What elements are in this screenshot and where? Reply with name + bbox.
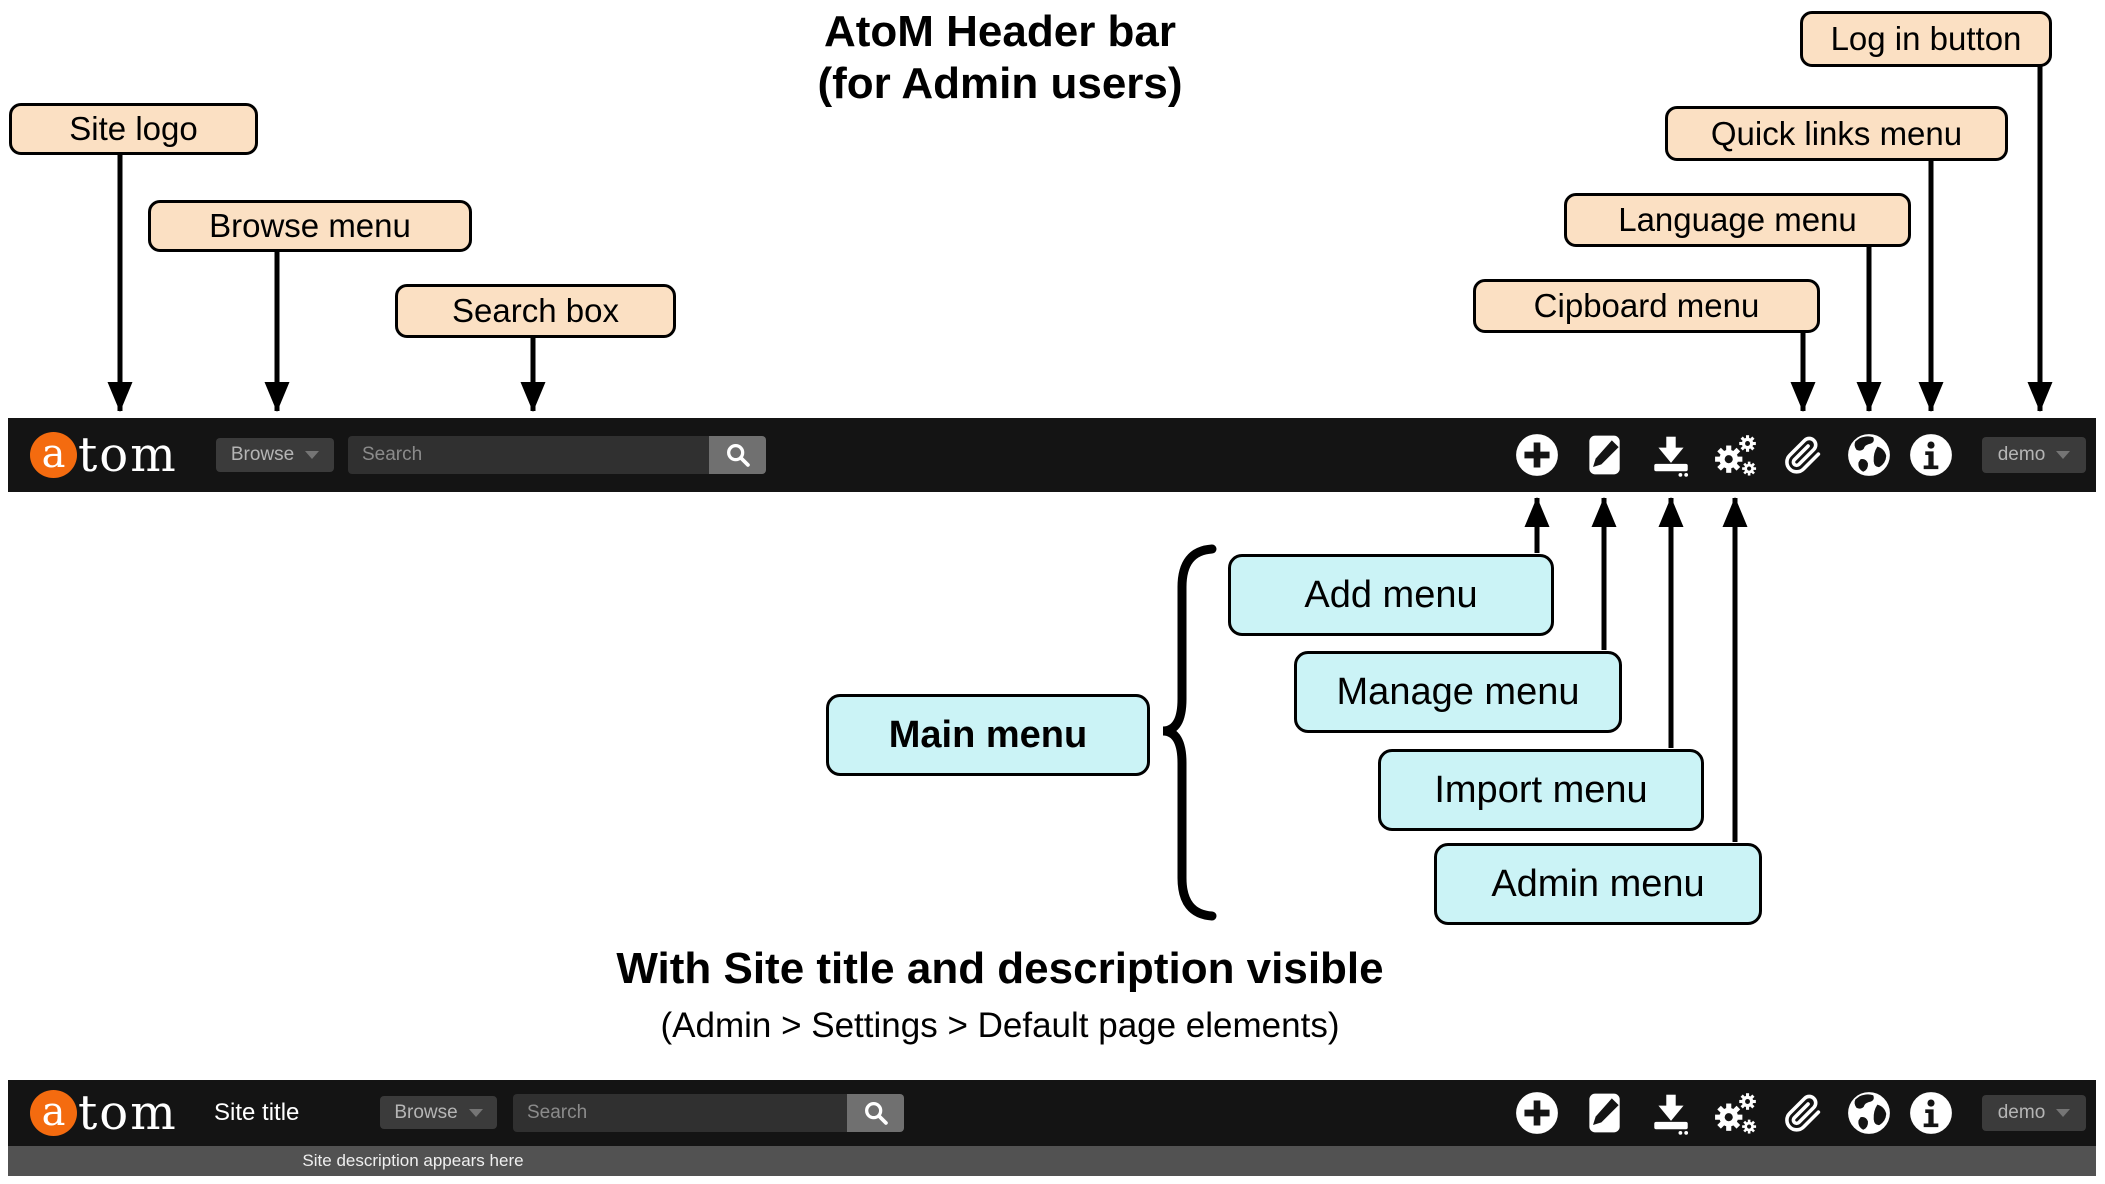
callout-log-in-button: Log in button <box>1800 11 2052 67</box>
language-globe-icon <box>1846 1090 1892 1136</box>
callout-main-menu: Main menu <box>826 694 1150 776</box>
add-icon <box>1514 432 1560 478</box>
callout-import-menu-label: Import menu <box>1434 768 1648 811</box>
chevron-down-icon <box>305 451 320 459</box>
atom-logo[interactable]: a tom <box>30 431 178 479</box>
language-menu-button[interactable] <box>1846 1090 1892 1136</box>
callout-add-menu-label: Add menu <box>1304 573 1478 616</box>
language-menu-button[interactable] <box>1846 432 1892 478</box>
search-icon <box>862 1099 890 1127</box>
atom-logo-a: a <box>30 431 77 478</box>
callout-admin-menu: Admin menu <box>1434 843 1762 925</box>
callout-language-menu-label: Language menu <box>1618 201 1857 238</box>
quick-links-menu-button[interactable] <box>1908 432 1954 478</box>
clipboard-paperclip-icon <box>1780 432 1826 478</box>
import-menu-button[interactable] <box>1648 432 1694 478</box>
atom-logo-tom: tom <box>78 427 178 483</box>
callout-browse-menu-label: Browse menu <box>209 207 411 244</box>
edit-pencil-icon <box>1581 432 1627 478</box>
search-box <box>513 1094 904 1132</box>
user-menu-button[interactable]: demo <box>1982 437 2086 473</box>
atom-logo-a: a <box>30 1089 77 1136</box>
import-download-icon <box>1648 1090 1694 1136</box>
admin-menu-button[interactable] <box>1712 432 1758 478</box>
user-menu-label: demo <box>1997 1102 2046 1123</box>
user-menu-button[interactable]: demo <box>1982 1095 2086 1131</box>
search-input[interactable] <box>513 1094 847 1132</box>
admin-gears-icon <box>1712 1090 1758 1136</box>
admin-gears-icon <box>1712 432 1758 478</box>
callout-admin-menu-label: Admin menu <box>1491 862 1705 905</box>
callout-clipboard-menu-label: Cipboard menu <box>1533 287 1760 324</box>
chevron-down-icon <box>468 1108 483 1117</box>
page-title: AtoM Header bar (for Admin users) <box>520 6 1480 110</box>
add-icon <box>1514 1090 1560 1136</box>
manage-menu-button[interactable] <box>1581 1090 1627 1136</box>
search-input[interactable] <box>348 436 709 474</box>
quick-links-info-icon <box>1908 432 1954 478</box>
callout-search-box: Search box <box>395 284 676 338</box>
clipboard-menu-button[interactable] <box>1780 1090 1826 1136</box>
admin-menu-button[interactable] <box>1712 1090 1758 1136</box>
callout-manage-menu: Manage menu <box>1294 651 1622 733</box>
atom-logo[interactable]: a tom <box>30 1089 178 1137</box>
search-button[interactable] <box>847 1094 904 1132</box>
clipboard-menu-button[interactable] <box>1780 432 1826 478</box>
browse-menu-button[interactable]: Browse <box>216 438 334 472</box>
callout-clipboard-menu: Cipboard menu <box>1473 279 1820 333</box>
clipboard-paperclip-icon <box>1780 1090 1826 1136</box>
site-description: Site description appears here <box>302 1151 524 1170</box>
header-bar-admin: a tom Browse demo <box>8 418 2096 492</box>
callout-browse-menu: Browse menu <box>148 200 472 252</box>
callout-site-logo-label: Site logo <box>69 110 198 147</box>
chevron-down-icon <box>2056 451 2071 459</box>
add-menu-button[interactable] <box>1514 1090 1560 1136</box>
callout-manage-menu-label: Manage menu <box>1336 670 1580 713</box>
search-button[interactable] <box>709 436 766 474</box>
page-title-line2: (for Admin users) <box>817 58 1183 108</box>
page-title-line1: AtoM Header bar <box>823 7 1177 56</box>
section-title: With Site title and description visible … <box>500 944 1500 1046</box>
search-icon <box>724 441 752 469</box>
section-subheading: (Admin > Settings > Default page element… <box>660 1006 1340 1045</box>
callout-import-menu: Import menu <box>1378 749 1704 831</box>
import-menu-button[interactable] <box>1648 1090 1694 1136</box>
callout-add-menu: Add menu <box>1228 554 1554 636</box>
header-bar-with-site-title: a tom Site title Browse demo <box>8 1080 2096 1146</box>
section-heading: With Site title and description visible <box>616 944 1384 993</box>
callout-language-menu: Language menu <box>1564 193 1911 247</box>
import-download-icon <box>1648 432 1694 478</box>
add-menu-button[interactable] <box>1514 432 1560 478</box>
browse-menu-label: Browse <box>394 1101 458 1123</box>
chevron-down-icon <box>2056 1109 2071 1117</box>
callout-main-menu-label: Main menu <box>888 713 1088 756</box>
manage-menu-button[interactable] <box>1581 432 1627 478</box>
user-menu-label: demo <box>1997 444 2046 465</box>
callout-quick-links-menu-label: Quick links menu <box>1710 114 1963 152</box>
browse-menu-label: Browse <box>230 444 295 465</box>
site-title: Site title <box>214 1099 300 1126</box>
callout-quick-links-menu: Quick links menu <box>1665 106 2008 161</box>
edit-pencil-icon <box>1581 1090 1627 1136</box>
callout-search-box-label: Search box <box>452 292 619 329</box>
callout-log-in-button-label: Log in button <box>1830 20 2022 57</box>
quick-links-menu-button[interactable] <box>1908 1090 1954 1136</box>
callout-site-logo: Site logo <box>9 103 258 155</box>
search-box <box>348 436 766 474</box>
site-description-bar: Site description appears here <box>8 1146 2096 1176</box>
main-menu-brace <box>1162 544 1217 921</box>
language-globe-icon <box>1846 432 1892 478</box>
atom-logo-tom: tom <box>78 1085 178 1141</box>
browse-menu-button[interactable]: Browse <box>380 1096 497 1129</box>
quick-links-info-icon <box>1908 1090 1954 1136</box>
